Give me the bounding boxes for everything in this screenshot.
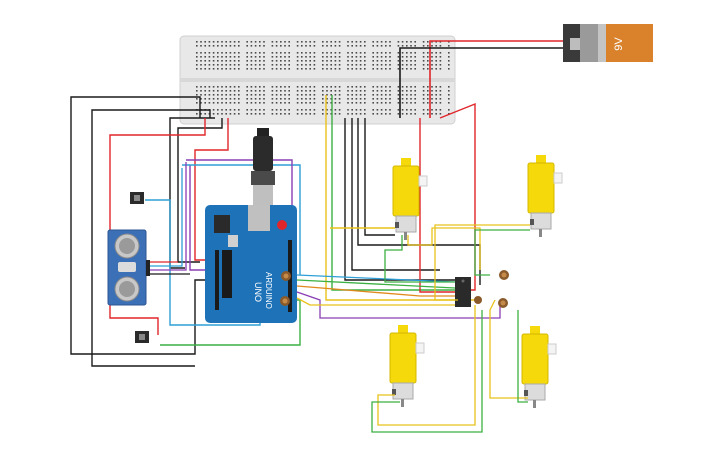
arduino-uno[interactable]: ARDUINO UNO [205, 205, 297, 323]
wires-red-left [109, 118, 229, 335]
connector-right-bottom[interactable] [498, 298, 508, 308]
wires-ultrasonic [150, 162, 190, 275]
battery-9v[interactable]: 9V [563, 24, 653, 62]
battery-label: 9V [613, 37, 625, 51]
wires-black-left [70, 96, 223, 367]
arduino-brand: ARDUINO [264, 272, 273, 309]
motor-driver-ic[interactable] [455, 277, 471, 307]
connector-right-top[interactable] [499, 270, 509, 280]
motors [389, 155, 563, 408]
wires-motors [371, 224, 530, 433]
dc-motor-1[interactable] [392, 158, 428, 240]
ir-sensor-top[interactable] [130, 192, 144, 204]
dc-motor-4[interactable] [521, 326, 557, 408]
ir-sensor-bottom[interactable] [135, 331, 149, 343]
connector-center[interactable] [280, 296, 290, 306]
connector-left[interactable] [281, 271, 291, 281]
breadboard-holes [196, 41, 450, 115]
wires-arduino-driver [296, 274, 501, 319]
usb-plug[interactable] [251, 128, 275, 205]
dc-motor-3[interactable] [389, 325, 425, 407]
arduino-model: UNO [253, 282, 263, 302]
connector-mid[interactable] [474, 296, 482, 304]
battery-wires [399, 40, 563, 118]
breadboard[interactable] [179, 35, 456, 125]
dc-motor-2[interactable] [527, 155, 563, 237]
ultrasonic-sensor[interactable] [107, 229, 150, 306]
